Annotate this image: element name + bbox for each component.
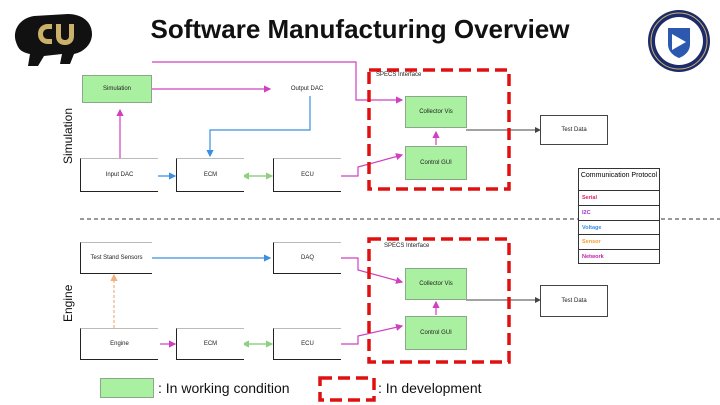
daq-to-collector-line xyxy=(340,257,404,284)
output-dac-box: Output DAC xyxy=(278,82,336,96)
legend-development-swatch xyxy=(318,376,376,402)
top-development-box xyxy=(367,68,511,191)
protocol-row-voltage: Voltage xyxy=(579,221,659,236)
top-control-gui-box: Control GUI xyxy=(405,146,467,180)
protocol-row-sensor: Sensor xyxy=(579,235,659,251)
agency-seal-logo xyxy=(646,8,712,79)
top-ecm-box: ECM xyxy=(176,158,244,192)
university-logo xyxy=(8,8,98,75)
ecu-to-bottom-control-line xyxy=(340,323,404,345)
protocol-row-network: Network xyxy=(582,254,604,261)
top-collector-vis-box: Collector Vis xyxy=(405,96,467,128)
top-test-data-box: Test Data xyxy=(540,115,608,145)
top-ecu-box: ECU xyxy=(273,158,341,192)
input-dac-box: Input DAC xyxy=(80,158,158,192)
bottom-test-data-box: Test Data xyxy=(540,285,608,317)
bottom-ecm-box: ECM xyxy=(176,328,244,360)
protocol-header: Communication Protocol xyxy=(579,169,659,191)
bottom-development-box xyxy=(367,237,511,364)
sim-to-collector-line xyxy=(152,61,404,104)
daq-box: DAQ xyxy=(273,242,341,274)
bottom-ecu-box: ECU xyxy=(273,328,341,360)
communication-protocol-table: Communication Protocol Serial I2C Voltag… xyxy=(578,168,660,264)
engine-box: Engine xyxy=(80,328,158,360)
legend-working-label: : In working condition xyxy=(158,380,290,396)
legend-development-label: : In development xyxy=(378,380,482,396)
top-specs-interface-label: SPECS Interface xyxy=(376,72,422,78)
protocol-row-serial: Serial xyxy=(579,191,659,206)
simulation-box: Simulation xyxy=(82,75,152,103)
output-dac-to-ecm-line xyxy=(206,94,311,158)
bottom-control-gui-box: Control GUI xyxy=(405,316,467,350)
test-stand-sensors-box: Test Stand Sensors xyxy=(80,242,152,274)
bottom-collector-vis-box: Collector Vis xyxy=(405,268,467,300)
bottom-specs-interface-label: SPECS Interface xyxy=(384,243,430,249)
ecu-to-control-line xyxy=(340,153,404,177)
slide-title: Software Manufacturing Overview xyxy=(150,14,570,44)
legend-working-swatch xyxy=(100,378,154,398)
protocol-row-i2c: I2C xyxy=(579,206,659,221)
